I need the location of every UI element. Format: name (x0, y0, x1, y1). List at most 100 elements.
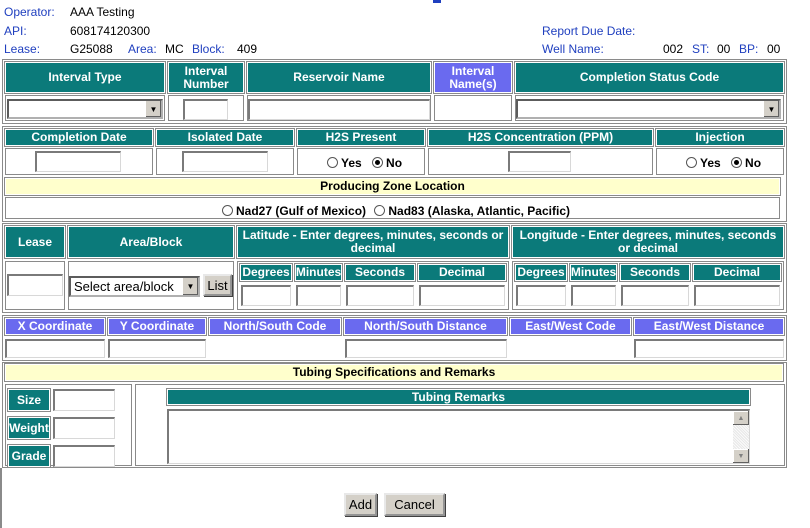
bp-label: BP: (739, 42, 759, 56)
lat-minutes-input[interactable] (296, 285, 341, 306)
completion-status-cell (515, 95, 784, 121)
y-coordinate-input[interactable] (108, 339, 206, 358)
reservoir-name-cell (247, 95, 431, 121)
list-button[interactable]: List (203, 274, 232, 296)
remarks-scrollbar[interactable]: ▲ ▼ (733, 411, 749, 463)
x-coordinate-input[interactable] (5, 339, 105, 358)
interval-type-cell (5, 95, 165, 121)
latitude-cell (237, 261, 509, 310)
tubing-header: Tubing Specifications and Remarks (4, 363, 784, 382)
api-value: 608174120300 (70, 24, 151, 38)
isolated-date-input[interactable] (182, 151, 268, 172)
area-block-select[interactable]: Select area/block ▼ (69, 276, 200, 297)
tubing-remarks-textarea[interactable]: ▲ ▼ (167, 409, 750, 464)
lon-seconds-header: Seconds (619, 263, 691, 282)
area-block-cell (68, 261, 234, 310)
weight-input[interactable] (53, 417, 115, 439)
location-section (2, 223, 787, 313)
lon-minutes-input[interactable] (571, 285, 616, 306)
lat-degrees-input[interactable] (241, 285, 291, 306)
longitude-header: Longitude - Enter degrees, minutes, seco… (511, 225, 785, 259)
injection-yes-label: Yes (700, 155, 721, 170)
tubing-section (2, 362, 787, 468)
completion-status-select[interactable]: ▼ (516, 99, 781, 119)
completion-date-input[interactable] (35, 151, 121, 172)
lon-decimal-header: Decimal (692, 263, 782, 282)
chevron-down-icon: ▼ (763, 101, 779, 117)
injection-yes-radio[interactable] (686, 157, 697, 169)
st-value: 00 (717, 42, 731, 56)
area-value: MC (165, 42, 184, 56)
lat-seconds-input[interactable] (346, 285, 414, 306)
x-coordinate-header: X Coordinate (4, 317, 106, 336)
datum-radio-group: Nad27 (Gulf of Mexico) Nad83 (Alaska, At… (222, 203, 570, 218)
h2s-no-label: No (386, 155, 403, 170)
area-block-select-value: Select area/block (74, 279, 174, 294)
interval-type-header: Interval Type (4, 61, 166, 94)
lease-header: Lease (4, 225, 66, 259)
reservoir-name-input[interactable] (248, 99, 430, 120)
h2s-concentration-input[interactable] (508, 151, 571, 172)
interval-names-header: Interval Name(s) (433, 61, 513, 94)
well-name-label: Well Name: (542, 42, 604, 56)
lease-value: G25088 (70, 42, 113, 56)
isolated-date-header: Isolated Date (155, 128, 295, 147)
completion-date-cell (5, 148, 153, 175)
scroll-down-icon[interactable]: ▼ (733, 449, 749, 463)
nad83-radio[interactable] (374, 205, 386, 217)
grade-label: Grade (7, 444, 51, 468)
ew-distance-header: East/West Distance (633, 317, 785, 336)
interval-type-select[interactable]: ▼ (7, 99, 163, 119)
injection-no-radio[interactable] (731, 157, 743, 169)
block-value: 409 (237, 42, 258, 56)
lon-seconds-input[interactable] (621, 285, 689, 306)
ew-code-header: East/West Code (509, 317, 632, 336)
h2s-concentration-cell (428, 148, 653, 175)
size-input[interactable] (53, 389, 115, 411)
weight-label: Weight (7, 416, 51, 440)
block-label: Block: (192, 42, 225, 56)
h2s-yes-radio[interactable] (327, 157, 338, 169)
tubing-remarks-cell (135, 384, 785, 466)
injection-cell (656, 148, 784, 175)
lon-minutes-header: Minutes (569, 263, 618, 282)
report-due-date-label: Report Due Date: (542, 24, 636, 38)
lease-cell (5, 261, 65, 310)
injection-no-label: No (745, 155, 762, 170)
chevron-down-icon: ▼ (145, 101, 161, 117)
grade-input[interactable] (53, 445, 115, 467)
y-coordinate-header: Y Coordinate (107, 317, 207, 336)
longitude-cell (512, 261, 784, 310)
ew-distance-input[interactable] (634, 339, 784, 358)
lat-seconds-header: Seconds (344, 263, 416, 282)
lease-input[interactable] (7, 274, 63, 296)
latitude-header: Latitude - Enter degrees, minutes, secon… (236, 225, 510, 259)
nad27-label: Nad27 (Gulf of Mexico) (236, 203, 367, 218)
lon-degrees-input[interactable] (516, 285, 566, 306)
nad27-radio[interactable] (222, 205, 233, 217)
lat-minutes-header: Minutes (294, 263, 343, 282)
operator-value: AAA Testing (70, 5, 135, 19)
api-label: API: (4, 24, 27, 38)
ns-distance-input[interactable] (345, 339, 507, 358)
completion-date-header: Completion Date (4, 128, 154, 147)
interval-number-cell (168, 95, 244, 121)
coordinates-section (2, 315, 787, 361)
lat-decimal-header: Decimal (417, 263, 507, 282)
h2s-no-radio[interactable] (372, 157, 384, 169)
ns-distance-header: North/South Distance (343, 317, 508, 336)
injection-header: Injection (655, 128, 785, 147)
tubing-remarks-header: Tubing Remarks (166, 388, 751, 406)
interval-number-header: Interval Number (167, 61, 245, 94)
frame-border (0, 468, 2, 528)
injection-radio-group: Yes No (686, 155, 761, 170)
h2s-present-cell (297, 148, 425, 175)
interval-number-input[interactable] (183, 99, 228, 120)
lon-decimal-input[interactable] (694, 285, 780, 306)
st-label: ST: (692, 42, 710, 56)
bp-value: 00 (767, 42, 781, 56)
add-button[interactable]: Add (344, 493, 377, 516)
scroll-up-icon[interactable]: ▲ (733, 411, 749, 425)
lat-decimal-input[interactable] (419, 285, 505, 306)
cancel-button[interactable]: Cancel (384, 493, 445, 516)
